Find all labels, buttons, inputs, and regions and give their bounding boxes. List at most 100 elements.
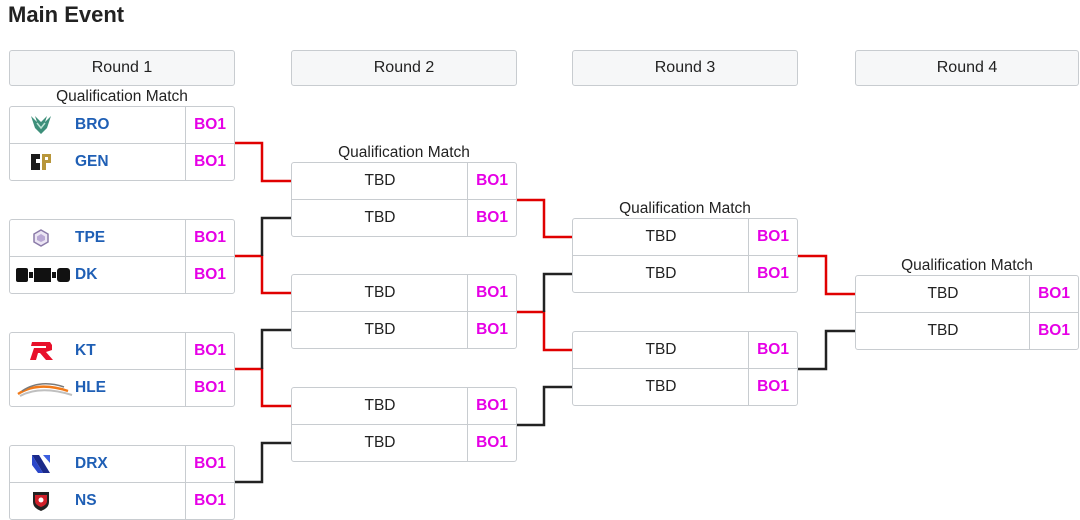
match-format: BO1 — [467, 275, 516, 311]
connector-r1m2-elim — [260, 216, 291, 256]
round-1-match-2: TPE BO1 DK BO1 — [9, 219, 235, 294]
slot-tbd[interactable]: TBD BO1 — [855, 275, 1079, 313]
team-slot-kt[interactable]: KT BO1 — [9, 332, 235, 370]
match-format: BO1 — [467, 163, 516, 199]
connector-r2m2-elim — [542, 272, 572, 312]
connector-r2m3-elim — [517, 385, 572, 427]
team-name: GEN — [75, 153, 109, 170]
connector-r3m1-advance — [798, 254, 855, 296]
bro-logo-icon — [24, 107, 58, 143]
team-name: KT — [75, 342, 96, 359]
gen-logo-icon — [24, 144, 58, 180]
team-slot-tpe[interactable]: TPE BO1 — [9, 219, 235, 257]
team-slot-hle[interactable]: HLE BO1 — [9, 369, 235, 407]
match-format: BO1 — [185, 483, 234, 519]
match-format: BO1 — [467, 425, 516, 461]
match-format: BO1 — [1029, 276, 1078, 312]
slot-tbd[interactable]: TBD BO1 — [291, 199, 517, 237]
round-3-match-2: TBD BO1 TBD BO1 — [572, 331, 798, 406]
team-slot-drx[interactable]: DRX BO1 — [9, 445, 235, 483]
connector-r2m1-advance — [517, 198, 572, 239]
match-format: BO1 — [1029, 313, 1078, 349]
tbd-label: TBD — [927, 285, 959, 302]
slot-tbd[interactable]: TBD BO1 — [291, 424, 517, 462]
connector-r2m2-advance — [517, 310, 572, 352]
match-format: BO1 — [467, 388, 516, 424]
slot-tbd[interactable]: TBD BO1 — [291, 162, 517, 200]
tbd-label: TBD — [364, 209, 396, 226]
slot-tbd[interactable]: TBD BO1 — [572, 255, 798, 293]
match-format: BO1 — [467, 312, 516, 348]
connector-r1m2-advance — [235, 254, 291, 295]
ns-logo-icon — [24, 483, 58, 519]
round-4-match-1-label: Qualification Match — [901, 257, 1033, 274]
match-format: BO1 — [185, 144, 234, 180]
slot-tbd[interactable]: TBD BO1 — [855, 312, 1079, 350]
team-name: NS — [75, 492, 97, 509]
slot-tbd[interactable]: TBD BO1 — [291, 274, 517, 312]
match-format: BO1 — [185, 446, 234, 482]
kt-logo-icon — [24, 333, 60, 369]
round-1-match-4: DRX BO1 NS BO1 — [9, 445, 235, 520]
tbd-label: TBD — [645, 378, 677, 395]
slot-tbd[interactable]: TBD BO1 — [572, 218, 798, 256]
round-3-match-1-label: Qualification Match — [619, 200, 751, 217]
match-format: BO1 — [185, 333, 234, 369]
match-format: BO1 — [185, 107, 234, 143]
slot-tbd[interactable]: TBD BO1 — [291, 311, 517, 349]
match-format: BO1 — [748, 332, 797, 368]
match-format: BO1 — [185, 370, 234, 406]
round-2-match-1: TBD BO1 TBD BO1 — [291, 162, 517, 237]
match-format: BO1 — [467, 200, 516, 236]
round-4-match-1: TBD BO1 TBD BO1 — [855, 275, 1079, 350]
tbd-label: TBD — [645, 341, 677, 358]
tbd-label: TBD — [364, 284, 396, 301]
tbd-label: TBD — [364, 321, 396, 338]
hle-logo-icon — [14, 370, 76, 406]
connector-r1m3-elim — [260, 328, 291, 369]
team-slot-ns[interactable]: NS BO1 — [9, 482, 235, 520]
round-1-match-1-label: Qualification Match — [56, 88, 188, 105]
round-2-header[interactable]: Round 2 — [291, 50, 517, 86]
round-4-header[interactable]: Round 4 — [855, 50, 1079, 86]
team-slot-gen[interactable]: GEN BO1 — [9, 143, 235, 181]
connector-r3m2-elim — [798, 329, 855, 371]
team-slot-dk[interactable]: DK BO1 — [9, 256, 235, 294]
team-name: HLE — [75, 379, 106, 396]
round-1-match-3: KT BO1 HLE BO1 — [9, 332, 235, 407]
round-1-header[interactable]: Round 1 — [9, 50, 235, 86]
tbd-label: TBD — [364, 397, 396, 414]
tpe-logo-icon — [24, 220, 58, 256]
round-2-match-2: TBD BO1 TBD BO1 — [291, 274, 517, 349]
team-name: BRO — [75, 116, 110, 133]
match-format: BO1 — [185, 220, 234, 256]
round-2-match-3: TBD BO1 TBD BO1 — [291, 387, 517, 462]
connector-r1m4-elim — [235, 441, 291, 484]
team-name: DK — [75, 266, 98, 283]
tbd-label: TBD — [364, 172, 396, 189]
match-format: BO1 — [748, 369, 797, 405]
slot-tbd[interactable]: TBD BO1 — [572, 368, 798, 406]
drx-logo-icon — [24, 446, 58, 482]
team-slot-bro[interactable]: BRO BO1 — [9, 106, 235, 144]
tbd-label: TBD — [645, 228, 677, 245]
tbd-label: TBD — [364, 434, 396, 451]
round-3-header[interactable]: Round 3 — [572, 50, 798, 86]
team-name: TPE — [75, 229, 106, 246]
tbd-label: TBD — [645, 265, 677, 282]
round-2-match-1-label: Qualification Match — [338, 144, 470, 161]
tbd-label: TBD — [927, 322, 959, 339]
connector-r1m1-advance — [235, 141, 291, 183]
match-format: BO1 — [748, 256, 797, 292]
round-3-match-1: TBD BO1 TBD BO1 — [572, 218, 798, 293]
page-title: Main Event — [8, 2, 125, 27]
connector-r1m3-advance — [235, 367, 291, 408]
round-1-match-1: BRO BO1 GEN BO1 — [9, 106, 235, 181]
dk-logo-icon — [14, 257, 76, 293]
match-format: BO1 — [748, 219, 797, 255]
slot-tbd[interactable]: TBD BO1 — [291, 387, 517, 425]
team-name: DRX — [75, 455, 108, 472]
match-format: BO1 — [185, 257, 234, 293]
slot-tbd[interactable]: TBD BO1 — [572, 331, 798, 369]
